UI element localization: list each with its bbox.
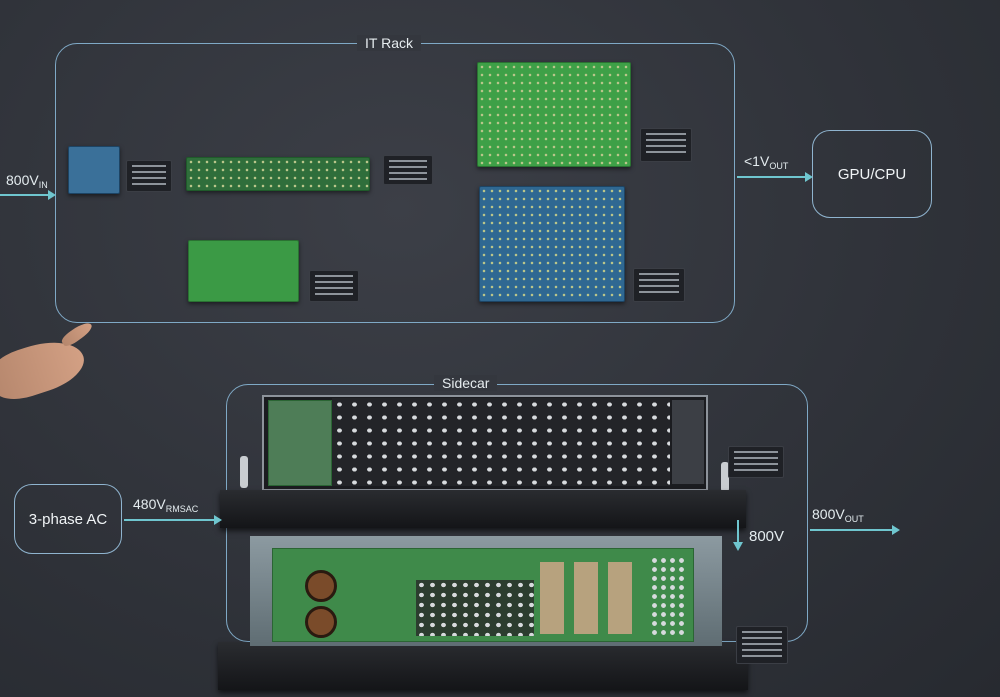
gpu-cpu-box: GPU/CPU (812, 130, 932, 218)
transistor-array (416, 580, 534, 636)
output-1v-label: <1VOUT (744, 153, 789, 171)
large-blue-board (479, 186, 625, 302)
output-1v-arrow (737, 176, 807, 178)
info-card-1 (126, 160, 172, 192)
bus-800v-down-arrowhead (733, 542, 743, 551)
info-card-3 (309, 270, 359, 302)
sidecar-label: Sidecar (434, 375, 498, 391)
input-480v-arrowhead (214, 515, 222, 525)
inductor-left-bottom (305, 606, 337, 638)
chassis-control-board (268, 400, 332, 486)
input-800v-label: 800VIN (6, 172, 48, 190)
long-strip-board (186, 157, 370, 191)
module-board (188, 240, 299, 302)
small-blue-board (68, 146, 120, 194)
chassis-right-panel (672, 400, 704, 484)
lower-shelf (218, 642, 748, 690)
heatsink-array (332, 398, 670, 486)
gpu-cpu-label: GPU/CPU (837, 165, 907, 183)
pointing-hand (0, 331, 91, 407)
info-card-2 (383, 155, 433, 185)
capacitor-array (650, 556, 686, 636)
inductor-left-top (305, 570, 337, 602)
three-phase-ac-box: 3-phase AC (14, 484, 122, 554)
info-card-6 (728, 446, 784, 478)
dual-green-board (477, 62, 631, 167)
output-800v-arrowhead (892, 525, 900, 535)
standoff-right (721, 462, 729, 492)
bus-800v-down-line (737, 520, 739, 544)
info-card-5 (633, 268, 685, 302)
info-card-7 (736, 626, 788, 664)
input-800v-arrow (0, 194, 50, 196)
standoff-left (240, 456, 248, 488)
three-phase-ac-label: 3-phase AC (28, 510, 108, 528)
input-480v-arrow (124, 519, 216, 521)
transformer-array (540, 562, 640, 634)
input-480v-label: 480VRMSAC (133, 496, 199, 514)
info-card-4 (640, 128, 692, 162)
upper-shelf (220, 490, 746, 528)
output-800v-label: 800VOUT (812, 506, 864, 524)
output-1v-arrowhead (805, 172, 813, 182)
output-800v-arrow (810, 529, 894, 531)
input-800v-arrowhead (48, 190, 56, 200)
pointing-finger (59, 319, 95, 349)
bus-800v-label: 800V (749, 528, 785, 545)
it-rack-label: IT Rack (357, 35, 421, 51)
